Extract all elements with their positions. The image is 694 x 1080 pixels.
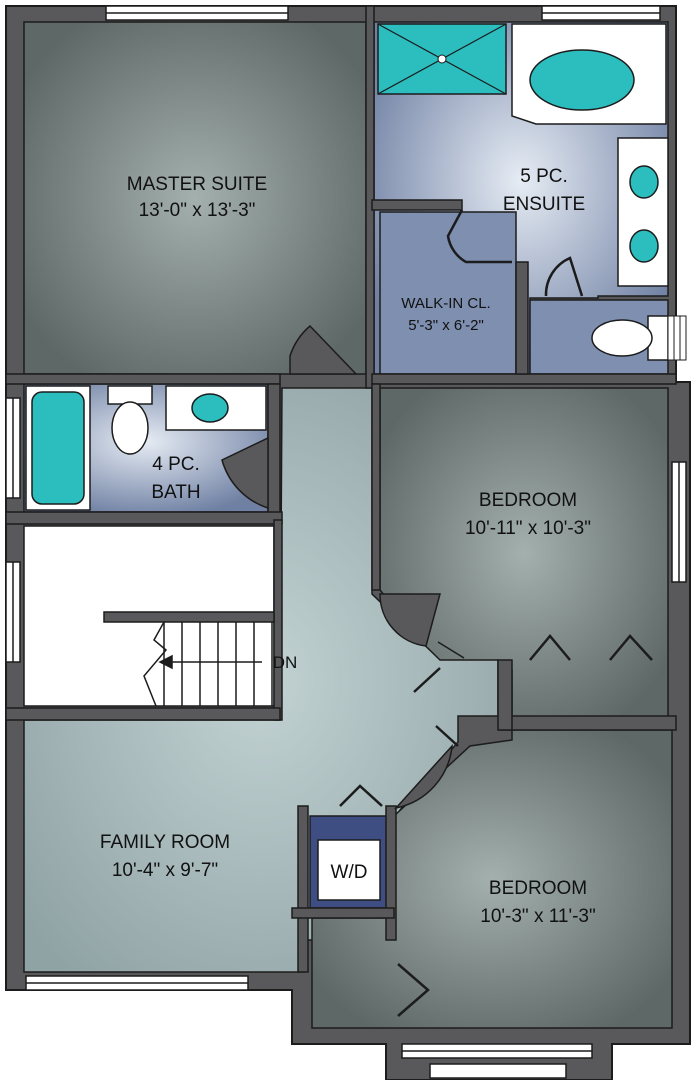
bedroom-upper-name: BEDROOM: [479, 490, 577, 511]
room-fills: [23, 21, 673, 1029]
laundry-label: W/D: [331, 862, 368, 883]
stairs-direction: DN: [273, 653, 298, 672]
sink-icon: [629, 165, 659, 199]
walk-in-closet-name: WALK-IN CL.: [401, 295, 490, 312]
stairs-icon: [103, 611, 275, 707]
ensuite-fixtures: [377, 23, 687, 361]
interior-walls: [5, 5, 677, 973]
door-swing-icon: [289, 324, 358, 375]
vanity-icon: [617, 137, 669, 287]
bedroom-upper-size: 10'-11" x 10'-3": [465, 518, 591, 539]
bedroom-lower-size: 10'-3" x 11'-3": [480, 906, 595, 927]
family-room-size: 10'-4" x 9'-7": [112, 860, 218, 881]
master-suite-floor: [23, 21, 367, 375]
family-room-name: FAMILY ROOM: [100, 832, 230, 853]
door-swing-icon: [221, 436, 269, 510]
door-lines: [339, 209, 653, 1017]
ensuite-name-line1: 5 PC.: [520, 166, 568, 187]
walk-in-closet-size: 5'-3" x 6'-2": [408, 317, 484, 334]
sink-icon: [629, 229, 659, 263]
door-swing-icon: [379, 593, 441, 647]
bath-name-line1: 4 PC.: [152, 454, 200, 475]
washer-dryer-box: [317, 839, 381, 901]
bedroom-lower-name: BEDROOM: [489, 878, 587, 899]
sink-icon: [191, 393, 229, 423]
room-labels: MASTER SUITE 13'-0" x 13'-3" 5 PC. ENSUI…: [100, 166, 596, 927]
master-suite-name: MASTER SUITE: [127, 174, 267, 195]
bath-fixtures: [25, 385, 267, 511]
door-swing-icon: [437, 641, 465, 659]
ensuite-name-line2: ENSUITE: [503, 194, 585, 215]
window-icon: [429, 1063, 567, 1079]
door-swing-icon: [393, 743, 453, 810]
doors: [221, 324, 465, 810]
bath-name-line2: BATH: [151, 482, 200, 503]
master-suite-size: 13'-0" x 13'-3": [139, 200, 256, 221]
windows: [5, 5, 687, 1079]
